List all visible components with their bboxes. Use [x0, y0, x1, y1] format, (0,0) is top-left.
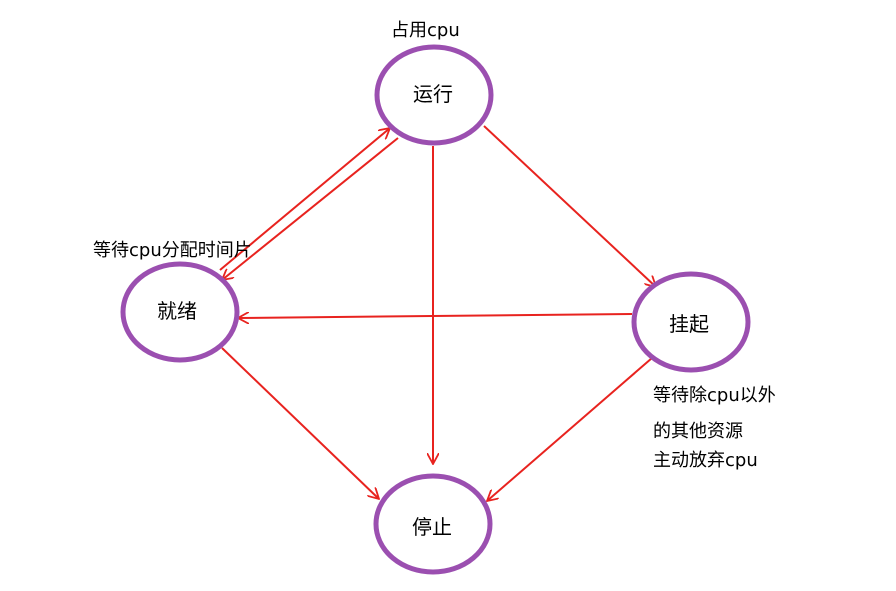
node-running: 运行 — [374, 44, 494, 146]
arrow-ready-to-running — [219, 128, 390, 271]
running-note: 占用cpu — [391, 20, 460, 41]
suspended-note-line-2: 的其他资源 — [653, 421, 743, 442]
node-ready-circle — [120, 261, 240, 363]
node-stopped-circle — [373, 473, 493, 575]
arrow-suspended-to-ready — [238, 314, 633, 318]
node-suspended-circle — [631, 271, 751, 373]
node-stopped: 停止 — [373, 473, 493, 575]
node-suspended-label: 挂起 — [669, 312, 709, 336]
arrow-suspended-to-stopped — [487, 357, 653, 501]
arrow-running-to-ready — [222, 137, 399, 280]
node-running-circle — [374, 44, 494, 146]
node-stopped-label: 停止 — [412, 515, 452, 539]
suspended-note-line-1: 等待除cpu以外 — [653, 385, 776, 406]
ready-note: 等待cpu分配时间片 — [93, 240, 252, 261]
node-ready: 就绪 — [120, 261, 240, 363]
node-suspended: 挂起 — [631, 271, 751, 373]
arrow-running-to-suspended — [483, 125, 656, 287]
arrow-ready-to-stopped — [221, 347, 379, 499]
transition-arrows — [219, 125, 656, 501]
node-ready-label: 就绪 — [157, 299, 197, 323]
suspended-note-line-3: 主动放弃cpu — [653, 450, 758, 471]
node-running-label: 运行 — [413, 82, 453, 106]
